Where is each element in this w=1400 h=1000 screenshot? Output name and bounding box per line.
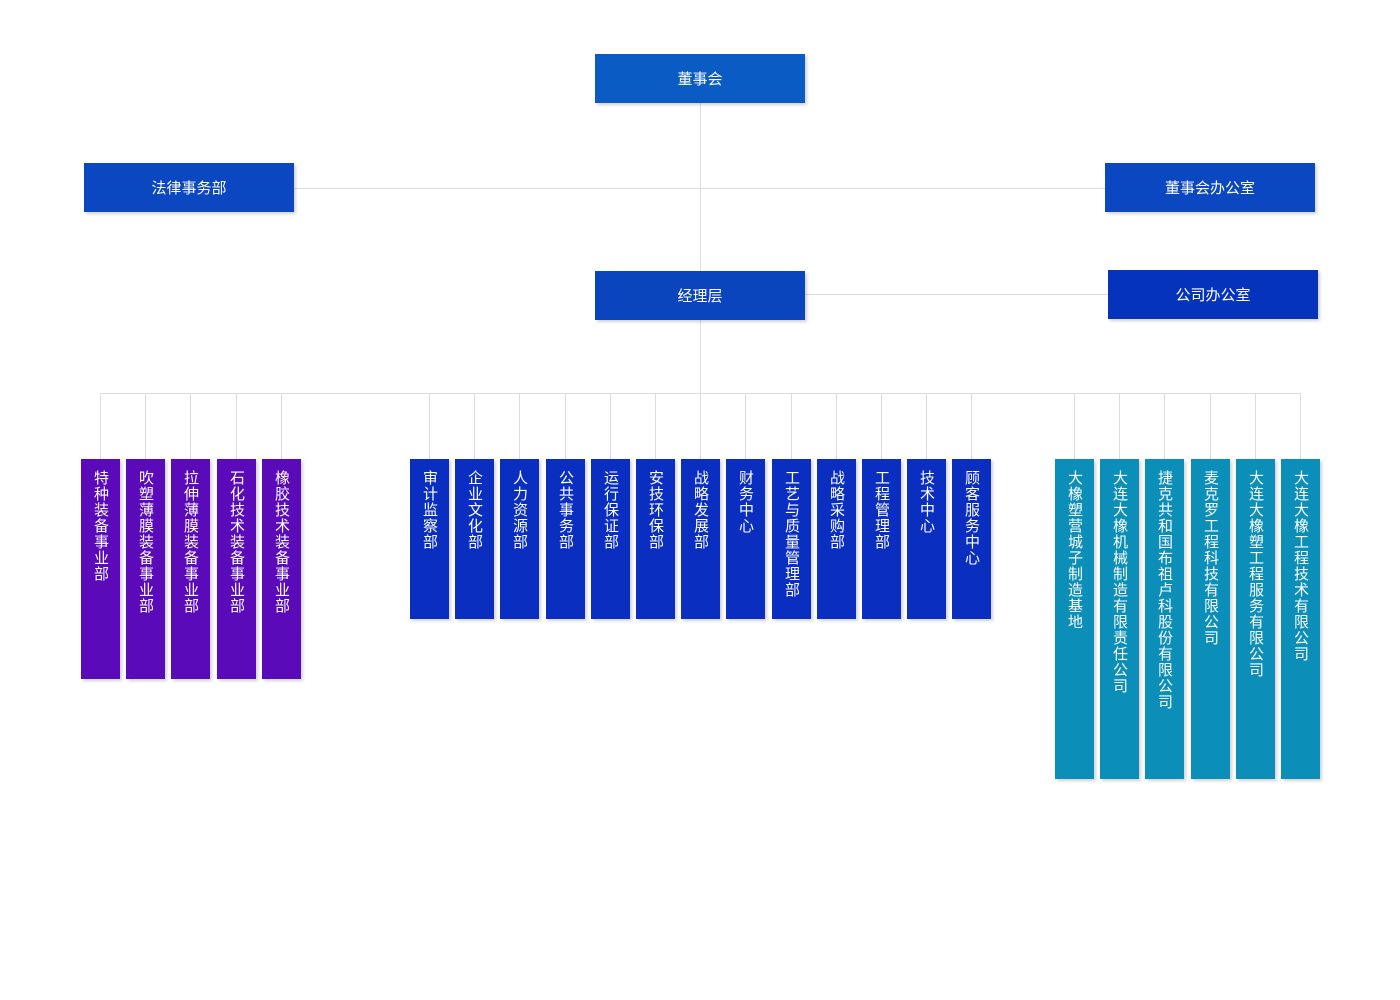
department-box-2: 企业文化部 [455,459,494,619]
department-label-5: 运行保证部 [602,470,620,550]
division-label-4: 石化技术装备事业部 [228,470,246,614]
department-label-13: 顾客服务中心 [963,470,981,566]
division-connector-5 [281,393,282,459]
department-connector-4 [565,393,566,459]
department-connector-9 [791,393,792,459]
subsidiary-label-5: 大连大橡塑工程服务有限公司 [1247,470,1265,678]
node-management-label: 经理层 [677,287,723,305]
subsidiary-label-3: 捷克共和国布祖卢科股份有限公司 [1156,470,1174,710]
department-box-8: 财务中心 [726,459,765,619]
division-box-3: 拉伸薄膜装备事业部 [171,459,210,679]
subsidiary-connector-4 [1210,393,1211,459]
division-connector-2 [145,393,146,459]
department-connector-11 [881,393,882,459]
department-connector-3 [519,393,520,459]
department-connector-7 [700,393,701,459]
department-box-11: 工程管理部 [862,459,901,619]
subsidiary-connector-6 [1300,393,1301,459]
subsidiary-label-1: 大橡塑营城子制造基地 [1066,470,1084,630]
subsidiary-label-2: 大连大橡机械制造有限责任公司 [1111,470,1129,694]
department-label-12: 技术中心 [918,470,936,534]
subsidiary-label-4: 麦克罗工程科技有限公司 [1202,470,1220,646]
subsidiary-connector-5 [1255,393,1256,459]
division-label-3: 拉伸薄膜装备事业部 [182,470,200,614]
department-connector-8 [745,393,746,459]
department-label-9: 工艺与质量管理部 [783,470,801,598]
department-box-10: 战略采购部 [817,459,856,619]
department-box-1: 审计监察部 [410,459,449,619]
division-label-1: 特种装备事业部 [92,470,110,582]
connector-company-office [805,294,1108,295]
department-label-10: 战略采购部 [828,470,846,550]
node-legal-affairs: 法律事务部 [84,163,294,212]
department-box-3: 人力资源部 [500,459,539,619]
node-board: 董事会 [595,54,805,103]
department-box-13: 顾客服务中心 [952,459,991,619]
department-label-4: 公共事务部 [557,470,575,550]
department-connector-1 [429,393,430,459]
department-box-12: 技术中心 [907,459,946,619]
subsidiary-connector-3 [1164,393,1165,459]
department-box-5: 运行保证部 [591,459,630,619]
division-connector-1 [100,393,101,459]
division-connector-4 [236,393,237,459]
subsidiary-connector-1 [1074,393,1075,459]
department-box-6: 安技环保部 [636,459,675,619]
department-connector-12 [926,393,927,459]
division-box-2: 吹塑薄膜装备事业部 [126,459,165,679]
node-board-office-label: 董事会办公室 [1164,179,1255,197]
department-connector-2 [474,393,475,459]
subsidiary-connector-2 [1119,393,1120,459]
subsidiary-box-1: 大橡塑营城子制造基地 [1055,459,1094,779]
subsidiary-box-3: 捷克共和国布祖卢科股份有限公司 [1145,459,1184,779]
division-box-1: 特种装备事业部 [81,459,120,679]
department-box-9: 工艺与质量管理部 [772,459,811,619]
division-connector-3 [190,393,191,459]
node-management: 经理层 [595,271,805,320]
department-label-7: 战略发展部 [692,470,710,550]
department-label-11: 工程管理部 [873,470,891,550]
node-board-office: 董事会办公室 [1105,163,1315,212]
department-label-2: 企业文化部 [466,470,484,550]
department-label-3: 人力资源部 [511,470,529,550]
connector-trunk-bottom [700,320,701,394]
subsidiary-box-4: 麦克罗工程科技有限公司 [1191,459,1230,779]
department-label-8: 财务中心 [737,470,755,534]
department-box-7: 战略发展部 [681,459,720,619]
node-company-office: 公司办公室 [1108,270,1318,319]
department-connector-6 [655,393,656,459]
connector-side-offices [294,188,1105,189]
department-connector-5 [610,393,611,459]
department-connector-13 [971,393,972,459]
department-label-6: 安技环保部 [647,470,665,550]
subsidiary-label-6: 大连大橡工程技术有限公司 [1292,470,1310,662]
department-label-1: 审计监察部 [421,470,439,550]
node-legal-affairs-label: 法律事务部 [151,179,227,197]
node-company-office-label: 公司办公室 [1175,286,1251,304]
department-connector-10 [836,393,837,459]
subsidiary-box-6: 大连大橡工程技术有限公司 [1281,459,1320,779]
department-box-4: 公共事务部 [546,459,585,619]
division-box-4: 石化技术装备事业部 [217,459,256,679]
subsidiary-box-5: 大连大橡塑工程服务有限公司 [1236,459,1275,779]
connector-trunk-top [700,103,701,271]
division-box-5: 橡胶技术装备事业部 [262,459,301,679]
division-label-5: 橡胶技术装备事业部 [273,470,291,614]
division-label-2: 吹塑薄膜装备事业部 [137,470,155,614]
subsidiary-box-2: 大连大橡机械制造有限责任公司 [1100,459,1139,779]
node-board-label: 董事会 [677,70,723,88]
